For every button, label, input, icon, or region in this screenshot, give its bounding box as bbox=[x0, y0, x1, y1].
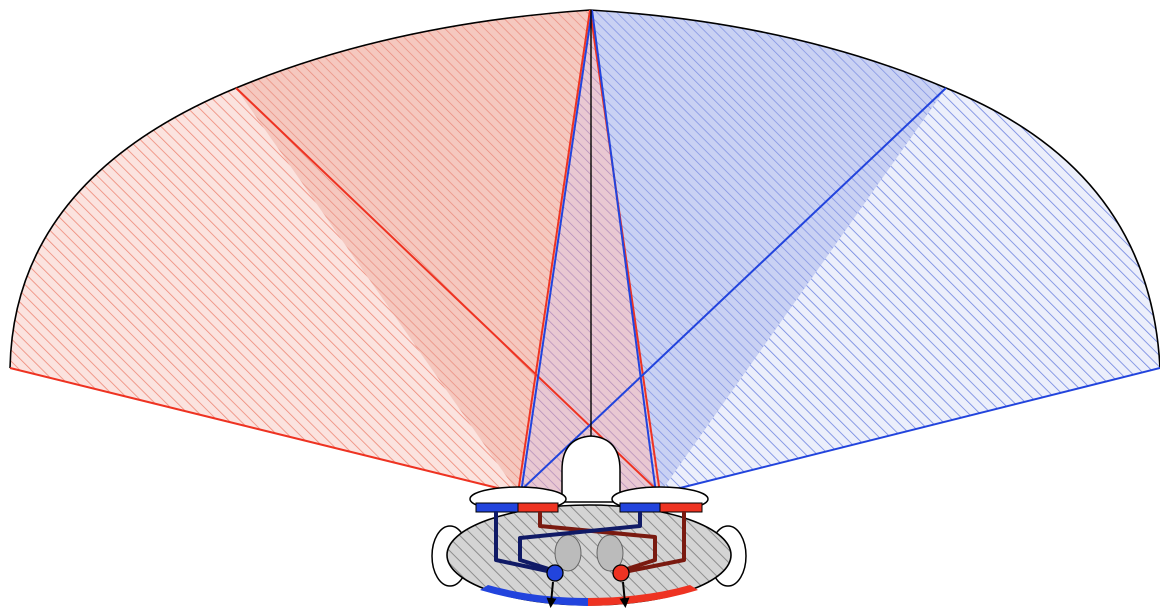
left-motor-node bbox=[547, 565, 563, 581]
nose-dome bbox=[562, 436, 620, 502]
left-sensor bbox=[470, 487, 566, 512]
right-motor-node bbox=[613, 565, 629, 581]
right-sensor bbox=[612, 487, 708, 512]
